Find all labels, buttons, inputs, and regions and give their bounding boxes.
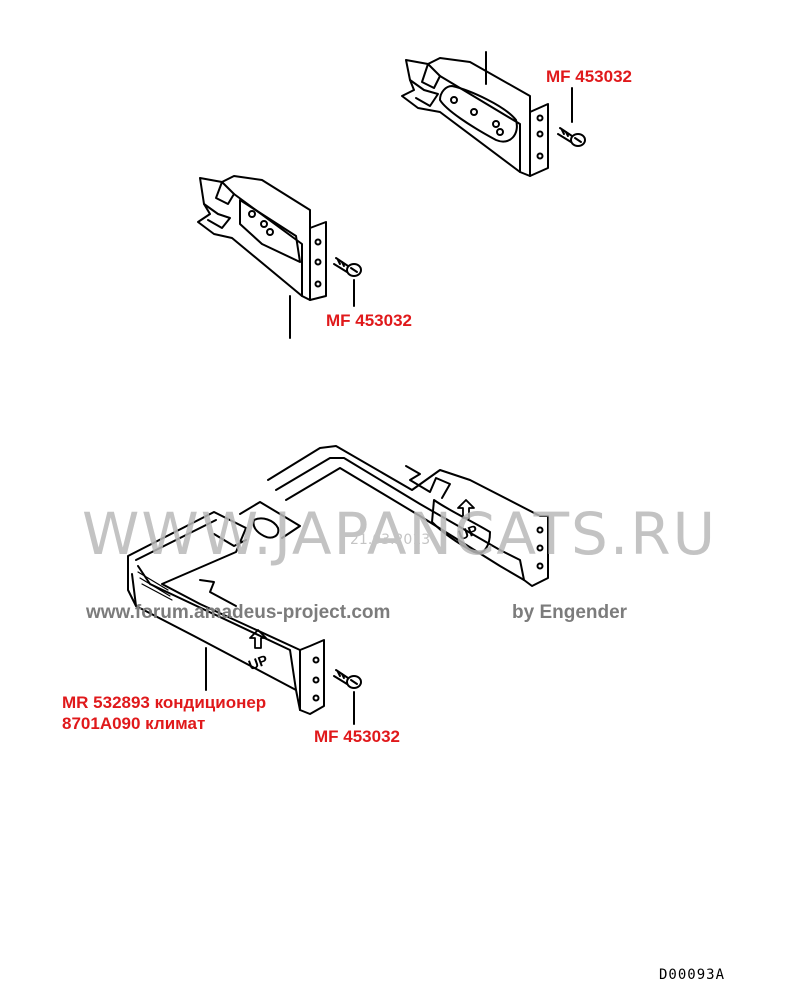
up-arrow-icon-lower (249, 629, 267, 649)
watermark-forum: www.forum.amadeus-project.com (86, 602, 391, 623)
up-arrow-icon-upper (457, 499, 475, 519)
screw-icon-bottom (333, 669, 362, 689)
middle-left-bracket (197, 175, 327, 301)
label-screw-top: MF 453032 (546, 67, 632, 86)
watermark-site: WWW.JAPANCATS.RU (82, 500, 718, 568)
watermark-date: 21.03.2013 (350, 532, 431, 548)
up-marking-upper: UP (456, 522, 480, 544)
screw-icon-top (557, 127, 586, 147)
screw-icon-middle (333, 257, 362, 277)
lower-bracket (127, 445, 549, 715)
up-marking-lower: UP (246, 652, 270, 674)
label-bracket-line1: MR 532893 кондиционер (62, 693, 267, 712)
drawing-code: D00093A (659, 967, 726, 983)
upper-right-bracket (401, 57, 549, 177)
label-bracket-line2: 8701A090 климат (62, 714, 206, 733)
watermark-author: by Engender (512, 602, 628, 623)
label-screw-bottom: MF 453032 (314, 727, 400, 746)
label-screw-middle: MF 453032 (326, 311, 412, 330)
